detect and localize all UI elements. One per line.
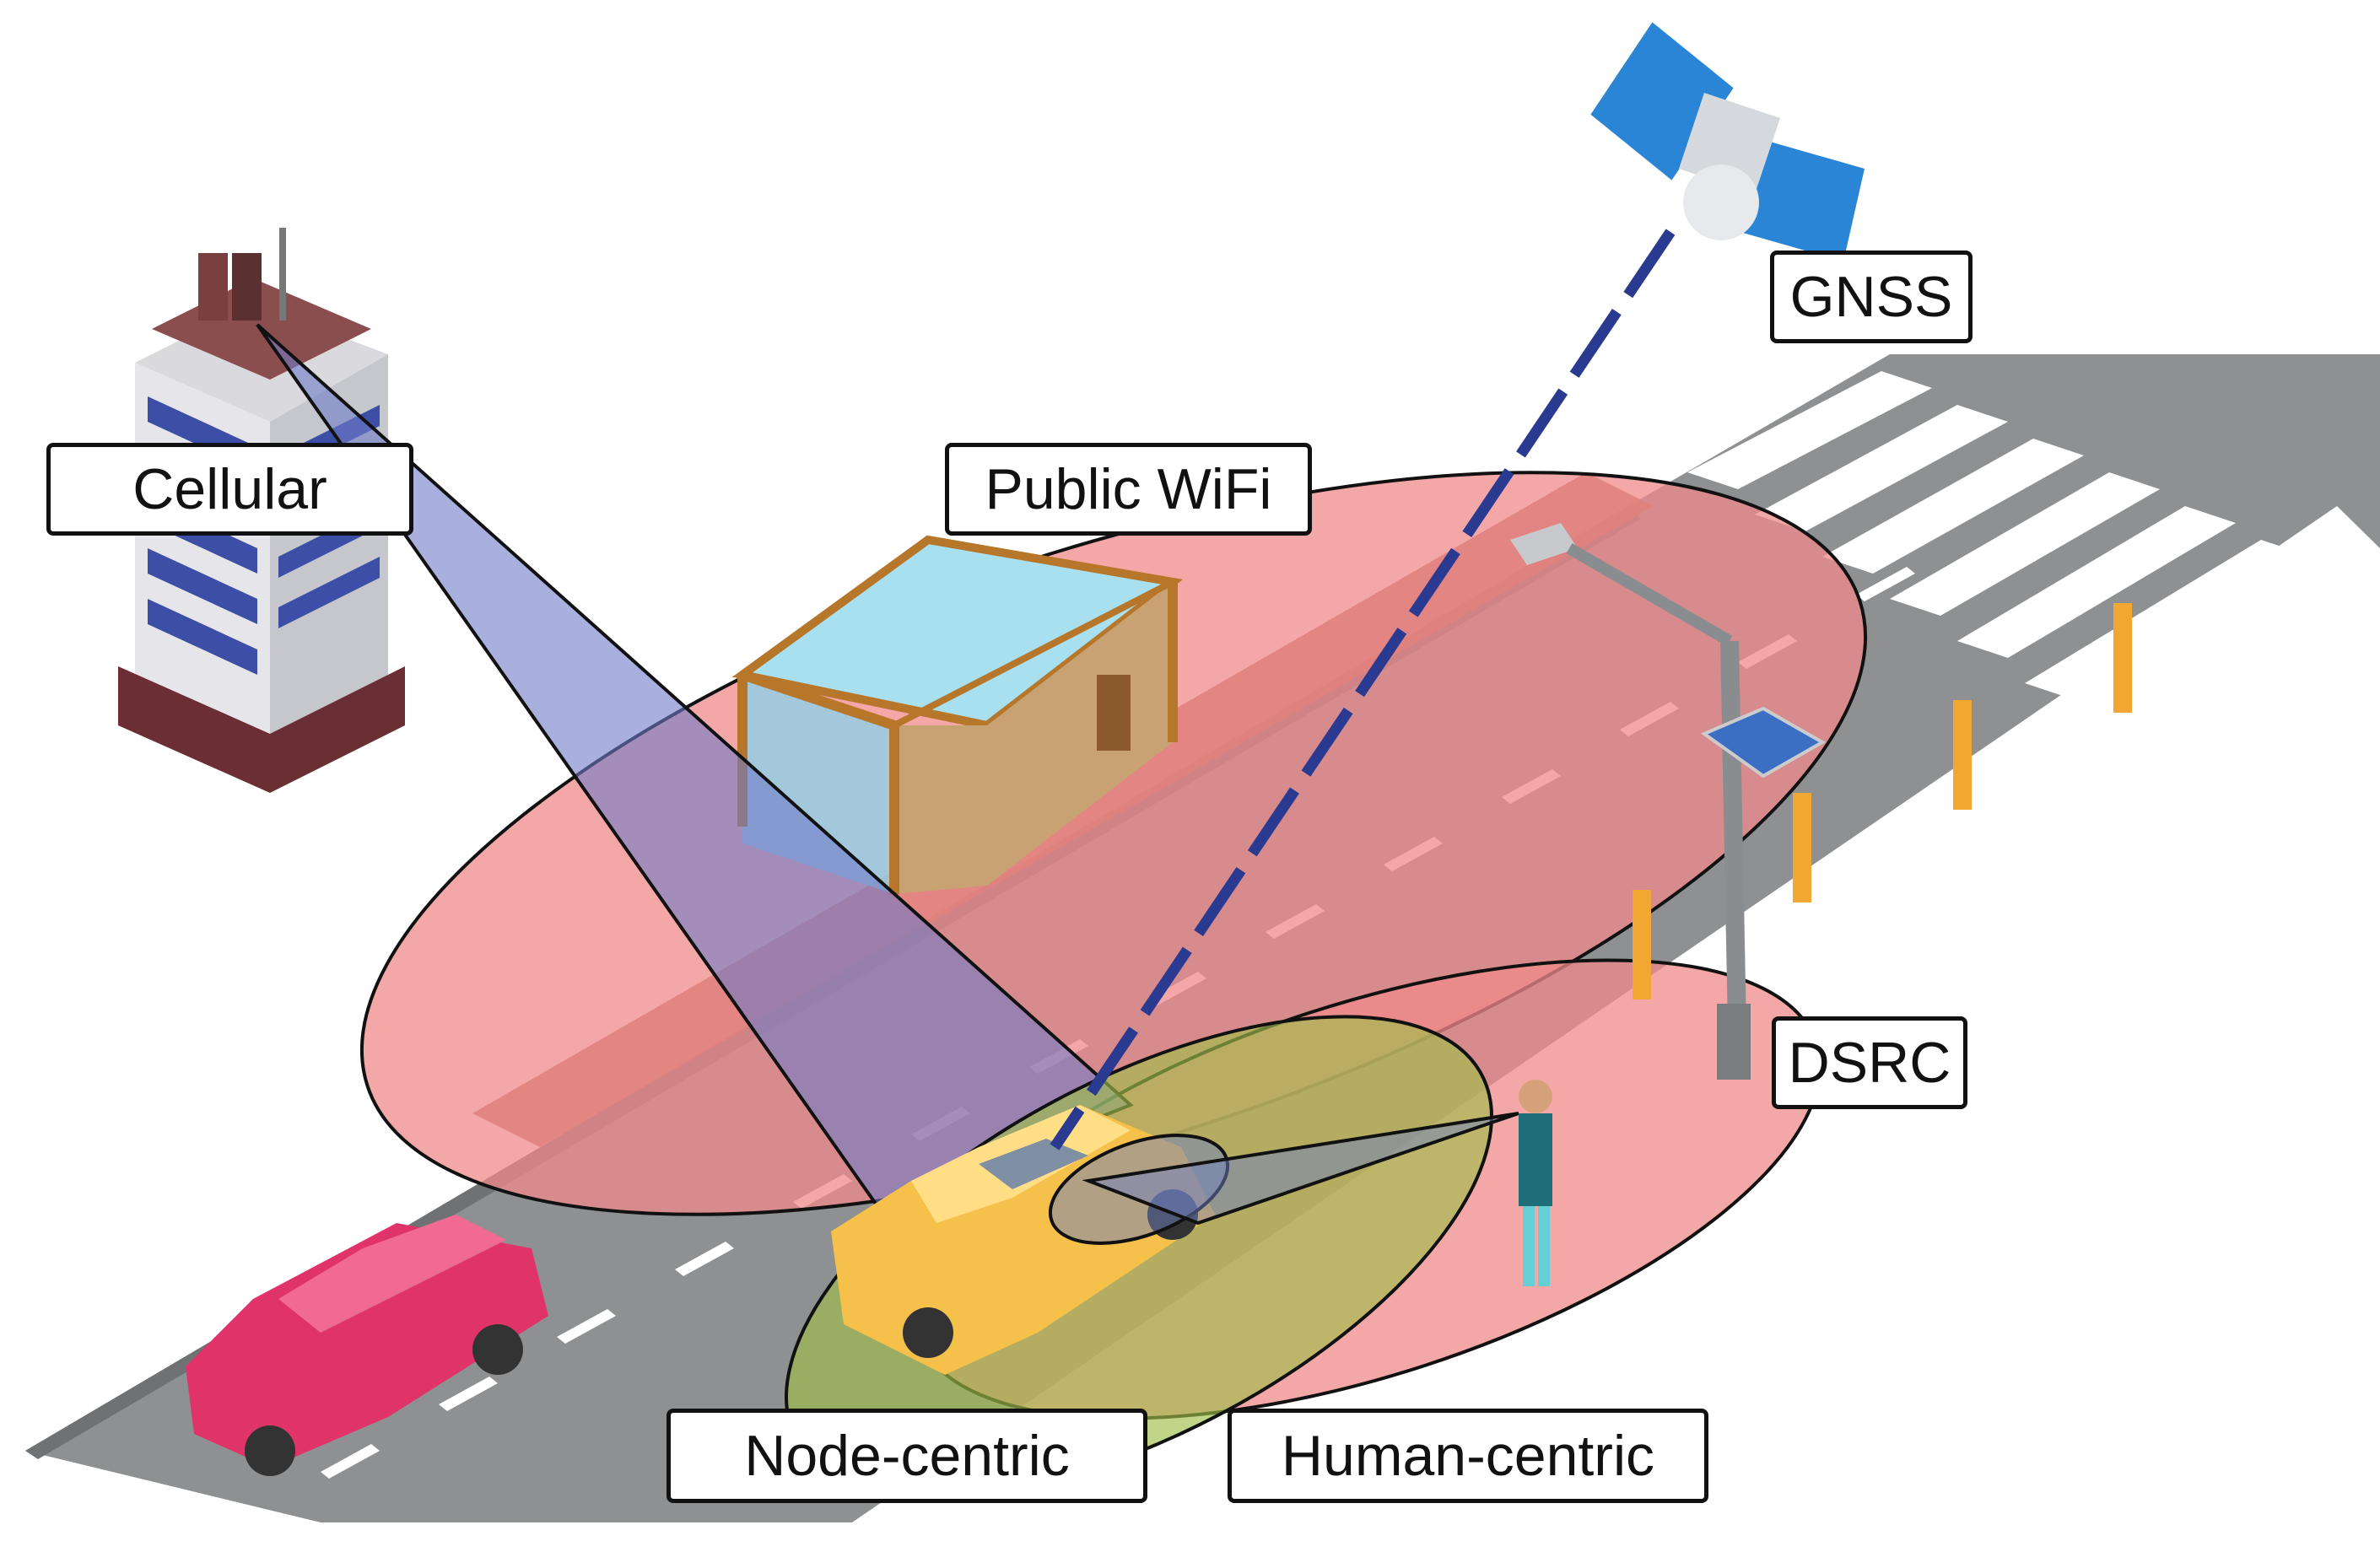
human-centric-beam [1048, 1112, 1519, 1245]
traffic-bollards [1633, 603, 2132, 999]
pedestrian [1519, 1080, 1552, 1286]
cellular-label: Cellular [46, 443, 413, 536]
gnss-label: GNSS [1770, 251, 1973, 343]
red-car [186, 1215, 548, 1476]
gnss-link [1050, 229, 1676, 1150]
gnss-satellite [1590, 22, 1865, 261]
human-centric-label: Human-centric [1228, 1409, 1708, 1503]
street-light [1510, 523, 1827, 1080]
public-wifi-label: Public WiFi [945, 443, 1312, 536]
node-centric-label: Node-centric [667, 1409, 1147, 1503]
dsrc-label: DSRC [1772, 1016, 1967, 1109]
